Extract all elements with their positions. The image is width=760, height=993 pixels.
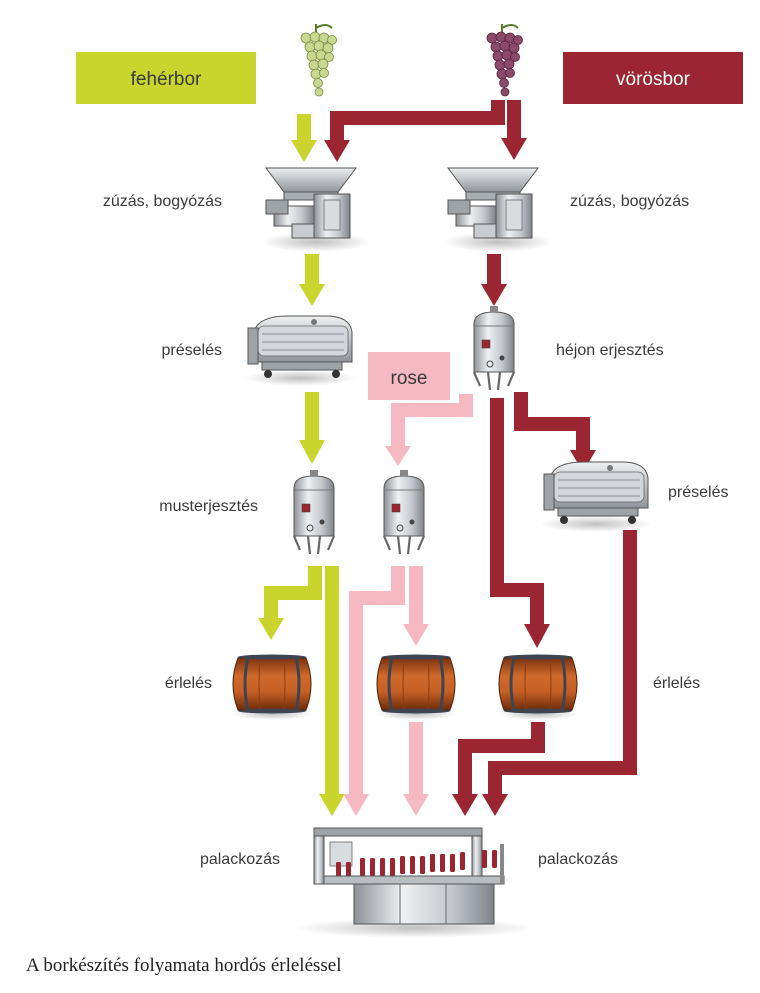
rose-label: rose	[391, 368, 428, 389]
label-bottling-right: palackozás	[538, 851, 618, 868]
label-aging-left: érlelés	[165, 675, 212, 692]
flow-arrows	[258, 100, 637, 816]
white-wine-flow	[264, 114, 339, 796]
rose-flow	[349, 394, 473, 796]
label-must-ferment: musterjesztés	[159, 498, 258, 515]
figure-caption: A borkészítés folyamata hordós érlelésse…	[26, 955, 342, 976]
label-aging-right: érlelés	[653, 675, 700, 692]
arrow-white-to-barrel	[264, 566, 322, 620]
press-icon	[539, 461, 653, 533]
tank-icon	[472, 304, 516, 392]
press-icon	[243, 315, 357, 387]
label-bottling-left: palackozás	[200, 851, 280, 868]
barrel-icon	[496, 653, 580, 722]
arrow-red-to-barrel	[490, 398, 544, 626]
label-press-right: préselés	[668, 484, 728, 501]
arrow-rose-to-tank	[391, 394, 473, 448]
white-wine-box: fehérbor	[76, 52, 256, 104]
red-wine-label: vörösbor	[616, 69, 691, 90]
arrow-barrel-to-bottling	[458, 722, 545, 796]
arrow-rose-to-bottling	[349, 566, 405, 796]
crusher-icon	[260, 167, 372, 253]
arrow-red-to-press	[514, 392, 590, 452]
tank-icon	[292, 468, 336, 556]
arrow-red-to-left-crusher	[330, 100, 505, 142]
label-crush-left: zúzás, bogyózás	[103, 193, 222, 210]
red-grape-icon	[486, 24, 523, 97]
label-skin-ferment: héjon erjesztés	[556, 342, 664, 359]
label-press-left: préselés	[162, 342, 222, 359]
white-wine-label: fehérbor	[131, 69, 202, 90]
rose-box: rose	[368, 352, 450, 400]
red-wine-flow	[330, 100, 637, 796]
red-wine-box: vörösbor	[563, 52, 743, 104]
crusher-icon	[442, 167, 554, 253]
label-crush-right: zúzás, bogyózás	[570, 193, 689, 210]
barrel-icon	[374, 653, 458, 722]
bottling-line-icon	[294, 827, 534, 938]
white-grape-icon	[300, 24, 337, 97]
tank-icon	[382, 468, 426, 556]
arrow-press-to-bottling	[488, 530, 637, 796]
barrel-icon	[230, 653, 314, 722]
